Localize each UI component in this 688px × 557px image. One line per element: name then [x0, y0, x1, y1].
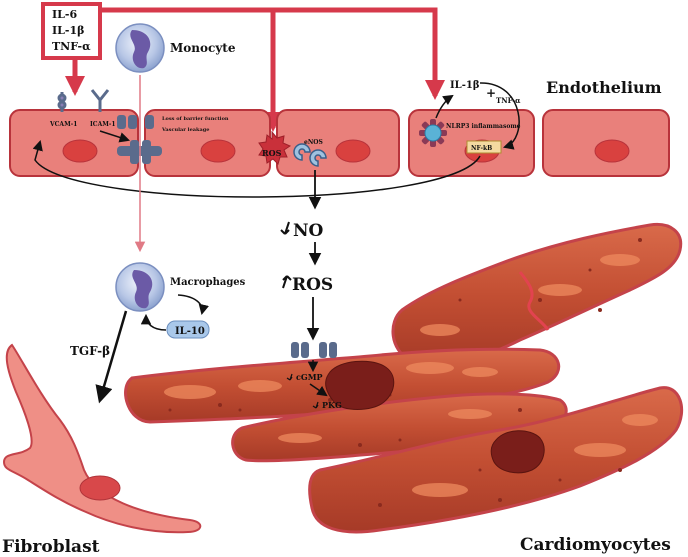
endothelial-cell-3 — [276, 109, 400, 177]
cytokine-arrows — [65, 7, 445, 132]
pkg-label: PKG — [322, 400, 342, 410]
cytokine-box: IL-6 IL-1β TNF-α — [41, 2, 102, 60]
membrane-channel-icon — [291, 342, 337, 358]
icam-arrow — [99, 130, 130, 143]
cardiomyocytes-label: Cardiomyocytes — [520, 535, 671, 555]
endothelium-layer — [9, 109, 670, 177]
inflammasome-arrow — [435, 94, 454, 119]
nucleus — [62, 139, 98, 163]
barrier-label-2: Vascular leakage — [161, 127, 209, 133]
ros-burst-icon — [258, 130, 292, 165]
monocyte-label: Monocyte — [170, 41, 236, 55]
cytokine-il6: IL-6 — [52, 8, 77, 21]
il1b-right-label: IL-1β — [450, 80, 480, 91]
no-label: NO — [293, 221, 324, 241]
monocyte-cell-icon — [115, 23, 165, 73]
nfkb-box — [466, 140, 502, 154]
cardiomyocyte-fiber — [391, 222, 683, 366]
macrophages-label: Macrophages — [170, 277, 246, 288]
cgmp-label: cGMP — [296, 372, 323, 382]
vcam-label: VCAM-1 — [49, 121, 77, 128]
pkg-down-icon — [312, 401, 319, 409]
icam-label: ICAM-1 — [90, 121, 116, 128]
nfkb-feedback-arrow — [32, 139, 481, 198]
macrophage-cell-icon — [115, 262, 165, 312]
ros-cell-label: ROS — [262, 148, 282, 158]
cytokine-il1b: IL-1β — [52, 24, 84, 37]
il10-label: IL-10 — [175, 326, 205, 337]
vcam-receptor-icon — [57, 92, 67, 112]
cgmp-down-icon — [286, 373, 293, 381]
nlrp3-inflammasome-icon — [419, 119, 447, 147]
nucleus — [200, 139, 236, 163]
nucleus — [594, 139, 630, 163]
macrophage-il10-arrow — [177, 294, 209, 316]
tgfb-arrow — [95, 310, 128, 404]
cytokine-tnfa: TNF-α — [52, 40, 91, 53]
fibroblast-label: Fibroblast — [2, 537, 100, 557]
ros-up-icon — [282, 275, 292, 289]
cytokine-loop-arrow — [479, 82, 520, 150]
il10-feedback-arrow — [140, 313, 167, 331]
nlrp3-label: NLRP3 inflammasome — [446, 123, 521, 130]
cardiomyocyte-nucleus — [490, 430, 545, 474]
barrier-label-1: Loss of barrier function — [162, 116, 229, 122]
enos-icon — [293, 143, 327, 167]
nucleus — [335, 139, 371, 163]
nfkb-label: NF-kB — [471, 145, 492, 152]
ros-main-label: ROS — [292, 275, 333, 295]
fibroblast-cell-icon — [2, 343, 202, 534]
icam-receptor-icon — [90, 89, 110, 112]
cardiomyocytes-group — [124, 222, 684, 534]
tgfb-label: TGF-β — [70, 344, 110, 358]
tnfa-right-label: TNF-α — [496, 96, 521, 105]
no-down-icon — [280, 221, 290, 235]
intercalated-disc — [518, 271, 550, 331]
cardiomyocyte-nucleus — [325, 360, 395, 410]
plus-sign: + — [486, 86, 496, 100]
enos-label: eNOS — [304, 139, 323, 146]
cgmp-pkg-arrow — [309, 383, 328, 397]
il10-badge — [166, 320, 210, 339]
endothelium-label: Endothelium — [546, 78, 662, 97]
